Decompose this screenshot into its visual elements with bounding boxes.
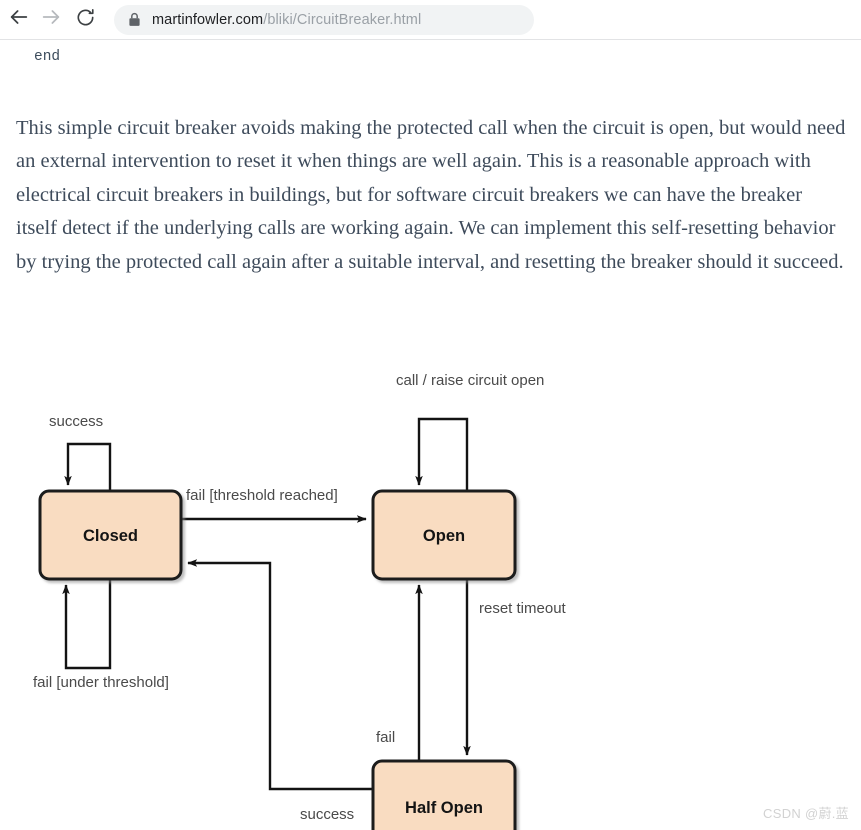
state-label-half-open: Half Open — [405, 799, 483, 817]
state-node-closed[interactable]: Closed — [38, 489, 183, 581]
arrow-right-icon — [40, 6, 62, 33]
transition-open-call-self — [415, 417, 469, 491]
edge-label-closed-fail-self: fail [under threshold] — [33, 674, 169, 691]
page-content: end This simple circuit breaker avoids m… — [0, 41, 861, 830]
state-label-closed: Closed — [83, 527, 138, 545]
code-fragment-end: end — [34, 49, 61, 65]
circuit-breaker-state-diagram: Closed Open Half Open success fail [thre… — [0, 313, 861, 830]
state-node-open[interactable]: Open — [371, 489, 517, 581]
state-node-half-open[interactable]: Half Open — [371, 759, 517, 830]
edge-label-open-to-halfopen: reset timeout — [479, 600, 567, 617]
address-bar-path: /bliki/CircuitBreaker.html — [263, 11, 422, 28]
back-button[interactable] — [4, 5, 34, 35]
csdn-watermark: CSDN @蔚.蓝 — [763, 806, 849, 821]
transition-closed-success-self — [64, 442, 112, 491]
edge-label-closed-success-self: success — [49, 413, 103, 430]
address-bar-host: martinfowler.com — [152, 11, 264, 28]
edge-label-closed-to-open: fail [threshold reached] — [186, 487, 338, 504]
edge-label-halfopen-to-closed: success — [300, 806, 354, 823]
reload-button[interactable] — [70, 5, 100, 35]
edge-label-halfopen-to-open: fail — [376, 729, 395, 746]
article-paragraph: This simple circuit breaker avoids makin… — [16, 116, 846, 273]
reload-icon — [75, 7, 96, 33]
transition-closed-fail-self — [62, 579, 112, 670]
edge-label-open-call-self: call / raise circuit open — [396, 372, 544, 389]
arrow-left-icon — [8, 6, 30, 33]
state-label-open: Open — [423, 527, 465, 545]
transition-halfopen-to-closed — [187, 559, 373, 791]
lock-icon — [128, 12, 141, 27]
forward-button[interactable] — [36, 5, 66, 35]
browser-toolbar: martinfowler.com/bliki/CircuitBreaker.ht… — [0, 0, 861, 40]
address-bar[interactable]: martinfowler.com/bliki/CircuitBreaker.ht… — [114, 4, 534, 35]
address-bar-url: martinfowler.com/bliki/CircuitBreaker.ht… — [152, 12, 421, 28]
